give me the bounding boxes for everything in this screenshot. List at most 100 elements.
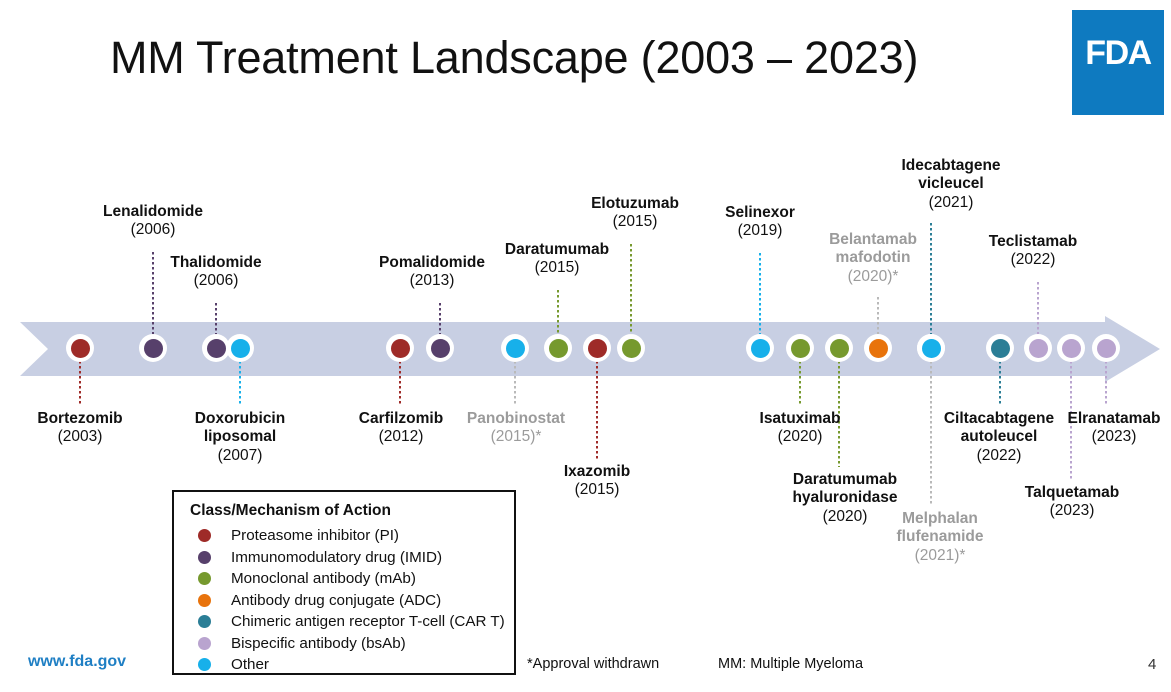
timeline-marker[interactable] bbox=[544, 334, 572, 362]
legend-item-other: Other bbox=[188, 654, 514, 676]
timeline-label-name: Daratumumab bbox=[504, 241, 610, 258]
timeline-connector-line bbox=[596, 356, 598, 459]
timeline-marker[interactable] bbox=[786, 334, 814, 362]
timeline-connector-line bbox=[838, 356, 840, 467]
timeline-label-name: Teclistamab bbox=[988, 233, 1078, 250]
timeline-marker[interactable] bbox=[426, 334, 454, 362]
legend-swatch-icon bbox=[198, 529, 211, 543]
abbreviation-note: MM: Multiple Myeloma bbox=[718, 656, 864, 672]
timeline-connector-line bbox=[930, 356, 932, 506]
timeline-marker[interactable] bbox=[386, 334, 414, 362]
timeline-marker[interactable] bbox=[202, 334, 230, 362]
timeline-connector-line bbox=[799, 356, 801, 406]
timeline-marker[interactable] bbox=[917, 334, 945, 362]
timeline-marker-dot-icon bbox=[230, 338, 250, 358]
timeline-marker-dot-icon bbox=[1096, 338, 1116, 358]
timeline-marker[interactable] bbox=[226, 334, 254, 362]
timeline-marker-dot-icon bbox=[790, 338, 810, 358]
timeline-label: Selinexor(2019) bbox=[725, 204, 795, 241]
timeline-connector-line bbox=[930, 223, 932, 343]
legend-box: Class/Mechanism of Action Proteasome inh… bbox=[172, 490, 516, 675]
timeline-connector-line bbox=[215, 303, 217, 343]
timeline-label-year: (2021)* bbox=[914, 546, 966, 564]
timeline-label-name: Elranatamab bbox=[1067, 410, 1161, 427]
timeline-marker[interactable] bbox=[986, 334, 1014, 362]
timeline-label-name: Pomalidomide bbox=[379, 254, 485, 271]
legend-item-cart: Chimeric antigen receptor T-cell (CAR T) bbox=[188, 611, 514, 633]
timeline-marker[interactable] bbox=[139, 334, 167, 362]
legend-item-imid: Immunomodulatory drug (IMID) bbox=[188, 547, 514, 569]
timeline-marker[interactable] bbox=[617, 334, 645, 362]
timeline-marker[interactable] bbox=[583, 334, 611, 362]
timeline-marker-dot-icon bbox=[750, 338, 770, 358]
timeline-label-year: (2013) bbox=[409, 272, 455, 290]
timeline-label-name: Panobinostat bbox=[466, 410, 566, 427]
timeline-connector-line bbox=[239, 356, 241, 406]
timeline-connector-line bbox=[630, 244, 632, 343]
legend-swatch-icon bbox=[198, 572, 211, 586]
legend-item-label: Immunomodulatory drug (IMID) bbox=[231, 548, 443, 566]
fda-logo-text: FDA bbox=[1085, 34, 1152, 72]
timeline-connector-line bbox=[1070, 356, 1072, 480]
timeline-marker-dot-icon bbox=[621, 338, 641, 358]
timeline-marker-dot-icon bbox=[505, 338, 525, 358]
timeline-label: Talquetamab(2023) bbox=[1025, 484, 1119, 521]
timeline-label-year: (2020)* bbox=[847, 267, 899, 285]
timeline-connector-line bbox=[152, 252, 154, 343]
timeline-connector-line bbox=[999, 356, 1001, 406]
timeline-connector-line bbox=[439, 303, 441, 343]
legend-swatch-icon bbox=[198, 636, 211, 650]
timeline-label: Teclistamab(2022) bbox=[989, 233, 1077, 270]
timeline-connector-line bbox=[877, 297, 879, 343]
legend-item-label: Other bbox=[231, 656, 269, 674]
timeline-marker-dot-icon bbox=[390, 338, 410, 358]
timeline-marker[interactable] bbox=[501, 334, 529, 362]
timeline-marker-dot-icon bbox=[206, 338, 226, 358]
timeline-marker-dot-icon bbox=[1028, 338, 1048, 358]
timeline-marker-dot-icon bbox=[70, 338, 90, 358]
legend-item-label: Proteasome inhibitor (PI) bbox=[231, 527, 399, 545]
timeline-label-year: (2021) bbox=[928, 193, 974, 211]
legend-swatch-icon bbox=[198, 658, 211, 672]
timeline-connector-line bbox=[1105, 356, 1107, 406]
legend-swatch-icon bbox=[198, 615, 211, 629]
timeline-label: Bortezomib(2003) bbox=[37, 410, 122, 447]
timeline-label-year: (2015) bbox=[574, 481, 620, 499]
legend-rows: Proteasome inhibitor (PI) Immunomodulator… bbox=[188, 525, 514, 676]
timeline-label-year: (2020) bbox=[822, 507, 868, 525]
timeline-label-year: (2019) bbox=[737, 222, 783, 240]
legend-item-mab: Monoclonal antibody (mAb) bbox=[188, 568, 514, 590]
timeline-label-year: (2022) bbox=[1010, 251, 1056, 269]
timeline-label-name: Talquetamab bbox=[1024, 484, 1120, 501]
timeline-label: Thalidomide(2006) bbox=[170, 254, 261, 291]
timeline-connector-line bbox=[399, 356, 401, 406]
fda-logo: FDA bbox=[1072, 10, 1164, 115]
timeline-marker[interactable] bbox=[746, 334, 774, 362]
legend-item-label: Monoclonal antibody (mAb) bbox=[231, 570, 416, 588]
timeline-marker-dot-icon bbox=[829, 338, 849, 358]
timeline-marker[interactable] bbox=[864, 334, 892, 362]
timeline-label-year: (2015) bbox=[534, 259, 580, 277]
timeline-marker[interactable] bbox=[1024, 334, 1052, 362]
timeline-marker[interactable] bbox=[1092, 334, 1120, 362]
timeline-label: Panobinostat(2015)* bbox=[467, 410, 565, 447]
timeline-label-year: (2015)* bbox=[490, 428, 542, 446]
timeline-marker-dot-icon bbox=[587, 338, 607, 358]
timeline-connector-line bbox=[514, 356, 516, 406]
timeline-marker[interactable] bbox=[66, 334, 94, 362]
timeline-label-year: (2003) bbox=[57, 428, 103, 446]
timeline-marker[interactable] bbox=[825, 334, 853, 362]
website-link[interactable]: www.fda.gov bbox=[28, 653, 127, 670]
legend-item-label: Antibody drug conjugate (ADC) bbox=[231, 591, 442, 609]
timeline-marker[interactable] bbox=[1057, 334, 1085, 362]
